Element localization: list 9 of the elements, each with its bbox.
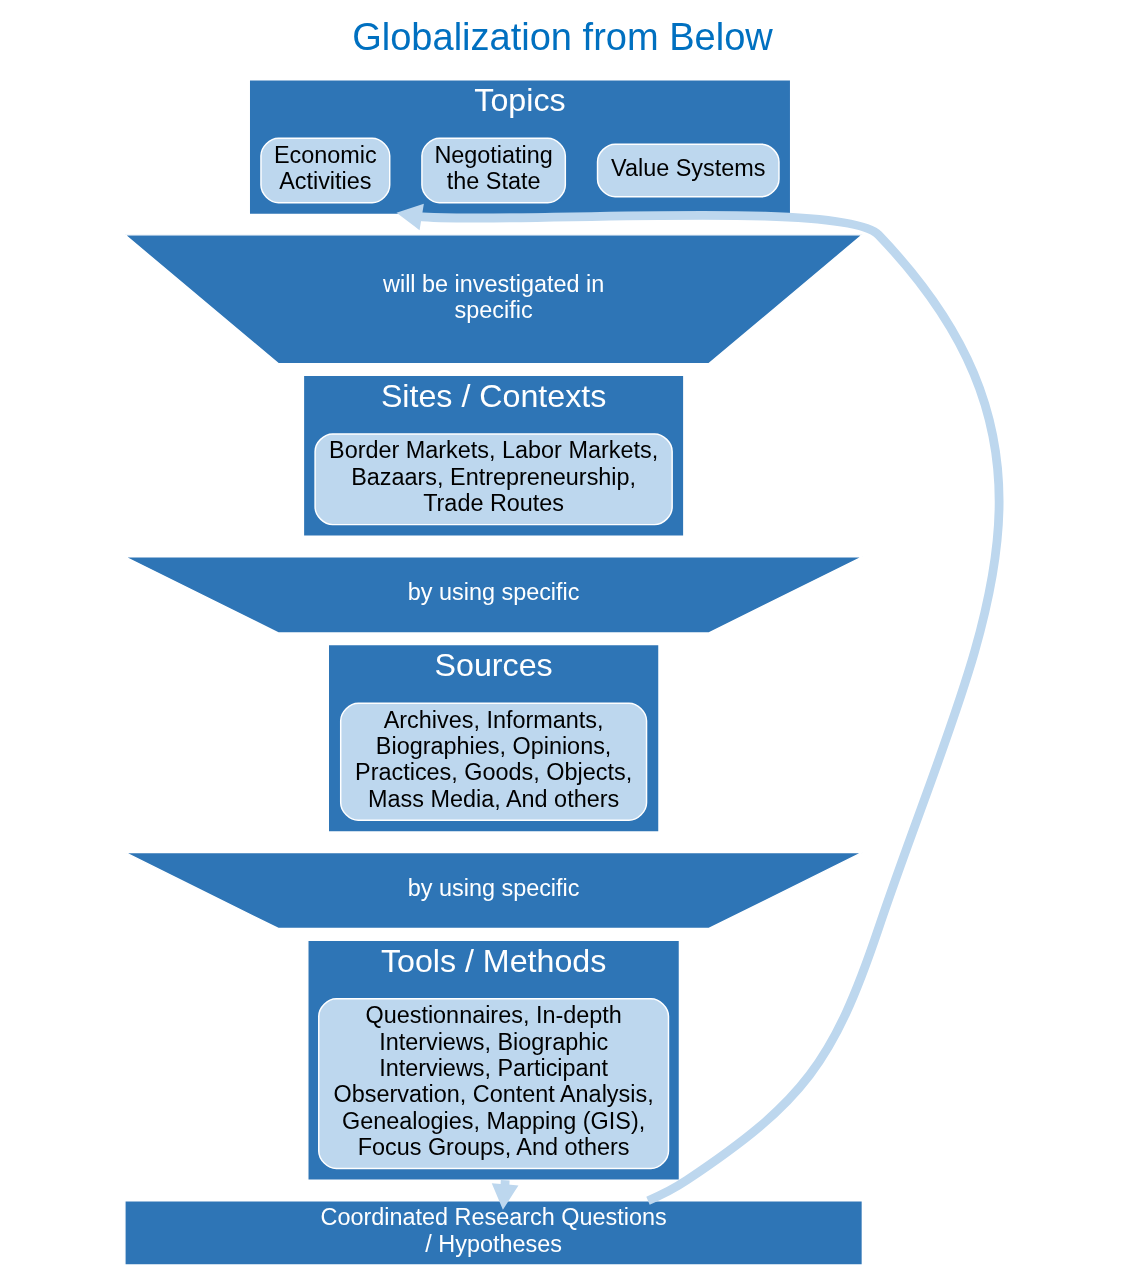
node-box: Questionnaires, In-depth Interviews, Biographic Interviews, Participant Observation, Content Analysis, Genealogies, Mapping (GIS), Focus Groups, And others [318, 998, 670, 1170]
node-box: Border Markets, Labor Markets, Bazaars, Entrepreneurship, Trade Routes [314, 433, 673, 526]
node-box: Value Systems [596, 143, 780, 198]
diagram-title: Globalization from Below [352, 16, 773, 59]
node-box: Coordinated Research Questions / Hypotheses [124, 1200, 864, 1266]
arrow [396, 203, 1004, 1205]
node-box: Economic Activities [260, 137, 391, 204]
node-box: Negotiating the State [421, 137, 567, 204]
node-box: Archives, Informants, Biographies, Opinions, Practices, Goods, Objects, Mass Media, And others [339, 702, 648, 821]
